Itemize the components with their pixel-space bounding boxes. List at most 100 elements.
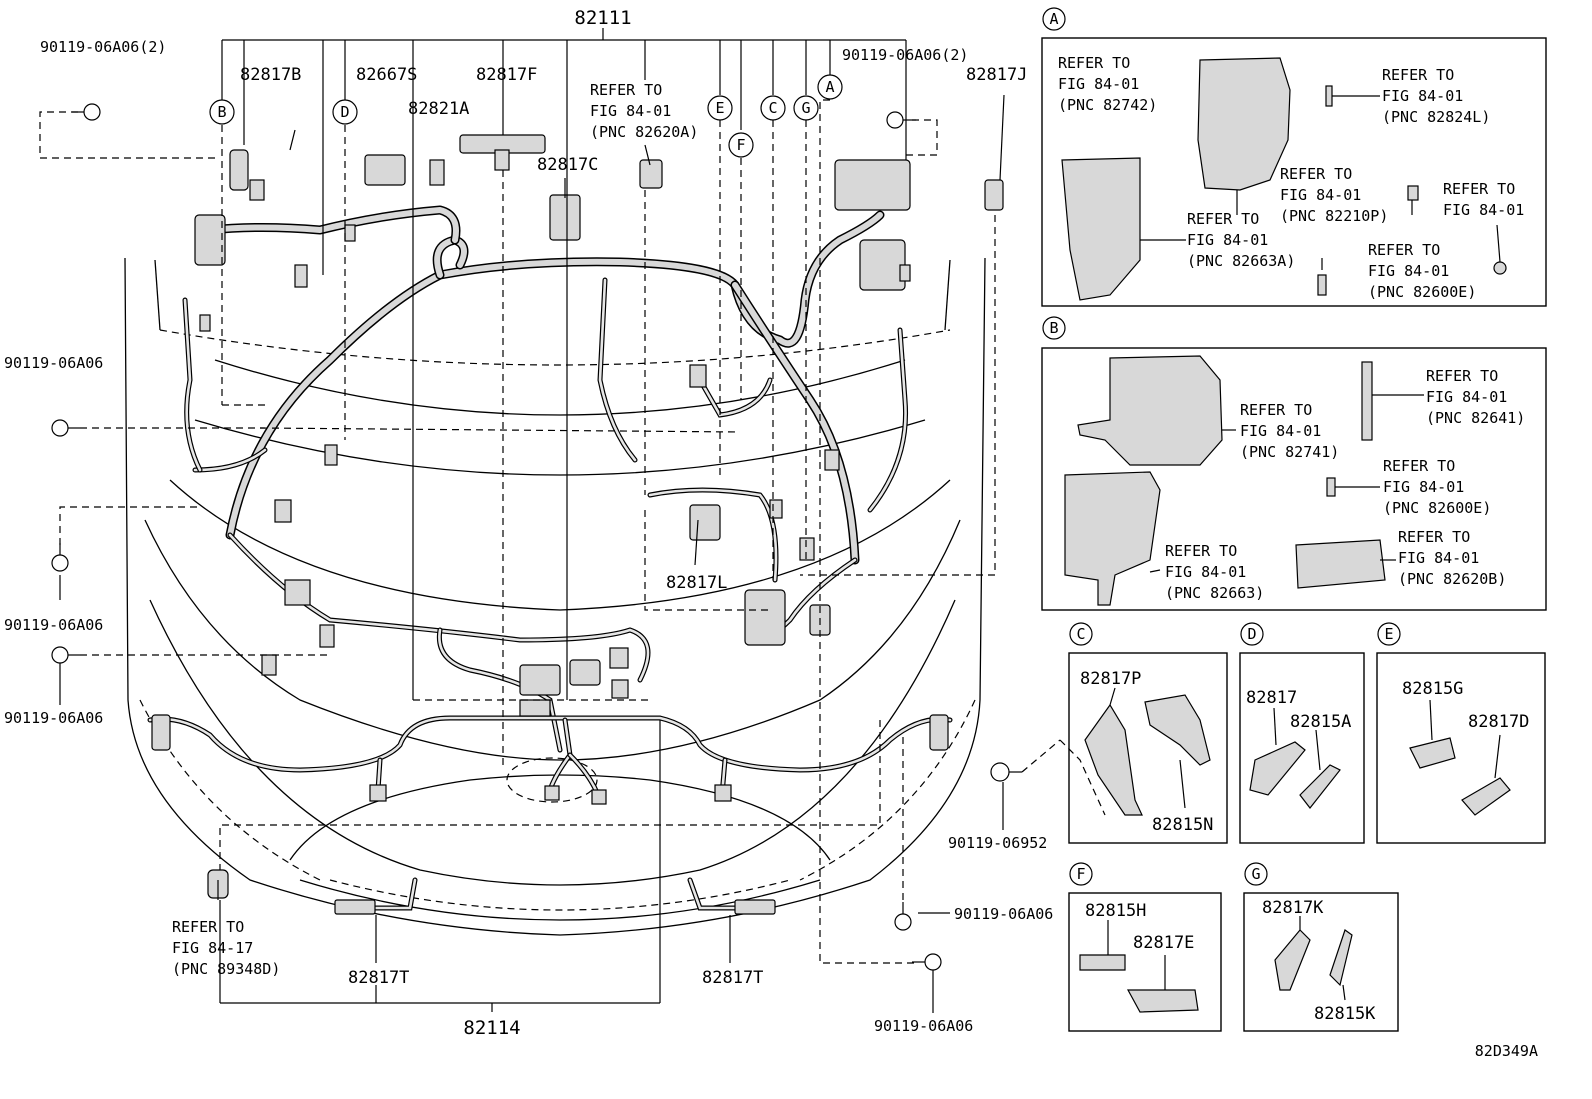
part-label-82667s: 82667S [356, 65, 417, 85]
bolt-label-left-1: 90119-06A06 [4, 354, 103, 372]
bolt-label-top-left: 90119-06A06(2) [40, 38, 166, 56]
callout-f: F [736, 136, 745, 154]
inset-a-ref1-line2: FIG 84-01 [1058, 75, 1139, 93]
ref-center-line2: FIG 84-01 [590, 102, 671, 120]
inset-c-letter: C [1076, 625, 1085, 643]
inset-a-ref2-line2: FIG 84-01 [1382, 87, 1463, 105]
inset-b-ref5-line3: (PNC 82620B) [1398, 570, 1506, 588]
inset-b-ref1-line2: FIG 84-01 [1240, 422, 1321, 440]
inset-b-ref2-line2: FIG 84-01 [1426, 388, 1507, 406]
inset-f: F 82815H 82817E [1068, 862, 1222, 1032]
inset-f-part1: 82815H [1085, 901, 1146, 921]
inset-d-part1: 82817 [1246, 688, 1297, 708]
bolt-icon [894, 902, 912, 931]
part-label-82817t-left: 82817T [348, 968, 409, 988]
inset-e-part2: 82817D [1468, 712, 1529, 732]
inset-g: G 82817K 82815K [1243, 862, 1399, 1032]
inset-b-ref5-line2: FIG 84-01 [1398, 549, 1479, 567]
inset-a-ref4-line2: FIG 84-01 [1443, 201, 1524, 219]
inset-a-ref2-line3: (PNC 82824L) [1382, 108, 1490, 126]
leader-lines [59, 28, 1005, 1013]
inset-b-ref5-line1: REFER TO [1398, 528, 1470, 546]
bolt-icon [990, 762, 1022, 782]
bolt-icon [912, 953, 942, 971]
inset-a-letter: A [1049, 10, 1058, 28]
bolt-icon [51, 646, 80, 664]
inset-a-ref2-line1: REFER TO [1382, 66, 1454, 84]
inset-f-part2: 82817E [1133, 933, 1194, 953]
bolt-label-top-right: 90119-06A06(2) [842, 46, 968, 64]
ref-bottom-line1: REFER TO [172, 918, 244, 936]
part-label-82817f: 82817F [476, 65, 537, 85]
inset-b: B REFER TO FIG 84-01 (PNC 82741) REFER T… [1041, 316, 1547, 611]
inset-b-ref2-line1: REFER TO [1426, 367, 1498, 385]
inset-g-part2: 82815K [1314, 1004, 1376, 1024]
inset-b-ref3-line1: REFER TO [1383, 457, 1455, 475]
ref-center-line3: (PNC 82620A) [590, 123, 698, 141]
inset-a-ref5-line2: FIG 84-01 [1187, 231, 1268, 249]
inset-a-ref1-line3: (PNC 82742) [1058, 96, 1157, 114]
bolt-icon [886, 111, 916, 129]
callout-b: B [217, 103, 226, 121]
inset-a-ref5-line1: REFER TO [1187, 210, 1259, 228]
bolt-label-right-2: 90119-06A06 [874, 1017, 973, 1035]
inset-e-part1: 82815G [1402, 679, 1463, 699]
main-labels: 82111 82817B 82667S 82817F 82821A 82817C… [4, 7, 1053, 1039]
bolt-label-left-2: 90119-06A06 [4, 616, 103, 634]
inset-b-ref3-line2: FIG 84-01 [1383, 478, 1464, 496]
diagram-id: 82D349A [1475, 1042, 1538, 1060]
inset-a-ref5-line3: (PNC 82663A) [1187, 252, 1295, 270]
part-label-82817t-right: 82817T [702, 968, 763, 988]
bolt-icon [51, 543, 69, 572]
ref-bottom-line3: (PNC 89348D) [172, 960, 280, 978]
part-label-82817j: 82817J [966, 65, 1027, 85]
dashed-callouts [39, 99, 1061, 964]
inset-c-part1: 82817P [1080, 669, 1141, 689]
part-label-82111: 82111 [574, 7, 631, 29]
front-bumper-harness [147, 715, 953, 911]
callout-a: A [825, 78, 834, 96]
bolt-label-mid: 90119-06952 [948, 834, 1047, 852]
callout-circles: B D E F C G A [209, 74, 843, 158]
inset-a-ref3-line3: (PNC 82210P) [1280, 207, 1388, 225]
part-label-82817b: 82817B [240, 65, 301, 85]
inset-e: E 82815G 82817D [1376, 622, 1546, 844]
ref-bottom-line2: FIG 84-17 [172, 939, 253, 957]
inset-d-part2: 82815A [1290, 712, 1351, 732]
inset-f-letter: F [1076, 865, 1085, 883]
callout-e: E [715, 99, 724, 117]
inset-c: C 82817P 82815N [1059, 622, 1228, 844]
callout-c: C [768, 99, 777, 117]
inset-d: D 82817 82815A [1239, 622, 1365, 844]
inset-a-ref6-line2: FIG 84-01 [1368, 262, 1449, 280]
inset-g-letter: G [1251, 865, 1260, 883]
callout-g: G [801, 99, 810, 117]
bolt-label-left-3: 90119-06A06 [4, 709, 103, 727]
inset-b-letter: B [1049, 319, 1058, 337]
inset-a-ref4-line1: REFER TO [1443, 180, 1515, 198]
inset-b-ref1-line1: REFER TO [1240, 401, 1312, 419]
engine-room-harness [182, 205, 909, 753]
part-label-82817l: 82817L [666, 573, 727, 593]
part-label-82114: 82114 [463, 1017, 520, 1039]
inset-a: A REFER TO FIG 84-01 (PNC 82742) REFER T… [1041, 7, 1547, 307]
bolts [51, 103, 1022, 971]
callout-d: D [340, 103, 349, 121]
vehicle-body-outline [124, 257, 986, 936]
inset-b-ref2-line3: (PNC 82641) [1426, 409, 1525, 427]
part-label-82817c: 82817C [537, 155, 598, 175]
part-label-82821a: 82821A [408, 99, 469, 119]
inset-b-ref4-line1: REFER TO [1165, 542, 1237, 560]
inset-g-part1: 82817K [1262, 898, 1324, 918]
bolt-icon [51, 419, 80, 437]
inset-a-ref6-line1: REFER TO [1368, 241, 1440, 259]
inset-a-ref1-line1: REFER TO [1058, 54, 1130, 72]
inset-c-part2: 82815N [1152, 815, 1213, 835]
inset-d-letter: D [1247, 625, 1256, 643]
inset-b-ref3-line3: (PNC 82600E) [1383, 499, 1491, 517]
inset-a-ref6-line3: (PNC 82600E) [1368, 283, 1476, 301]
inset-b-ref1-line3: (PNC 82741) [1240, 443, 1339, 461]
inset-a-ref3-line1: REFER TO [1280, 165, 1352, 183]
bolt-label-right-1: 90119-06A06 [954, 905, 1053, 923]
